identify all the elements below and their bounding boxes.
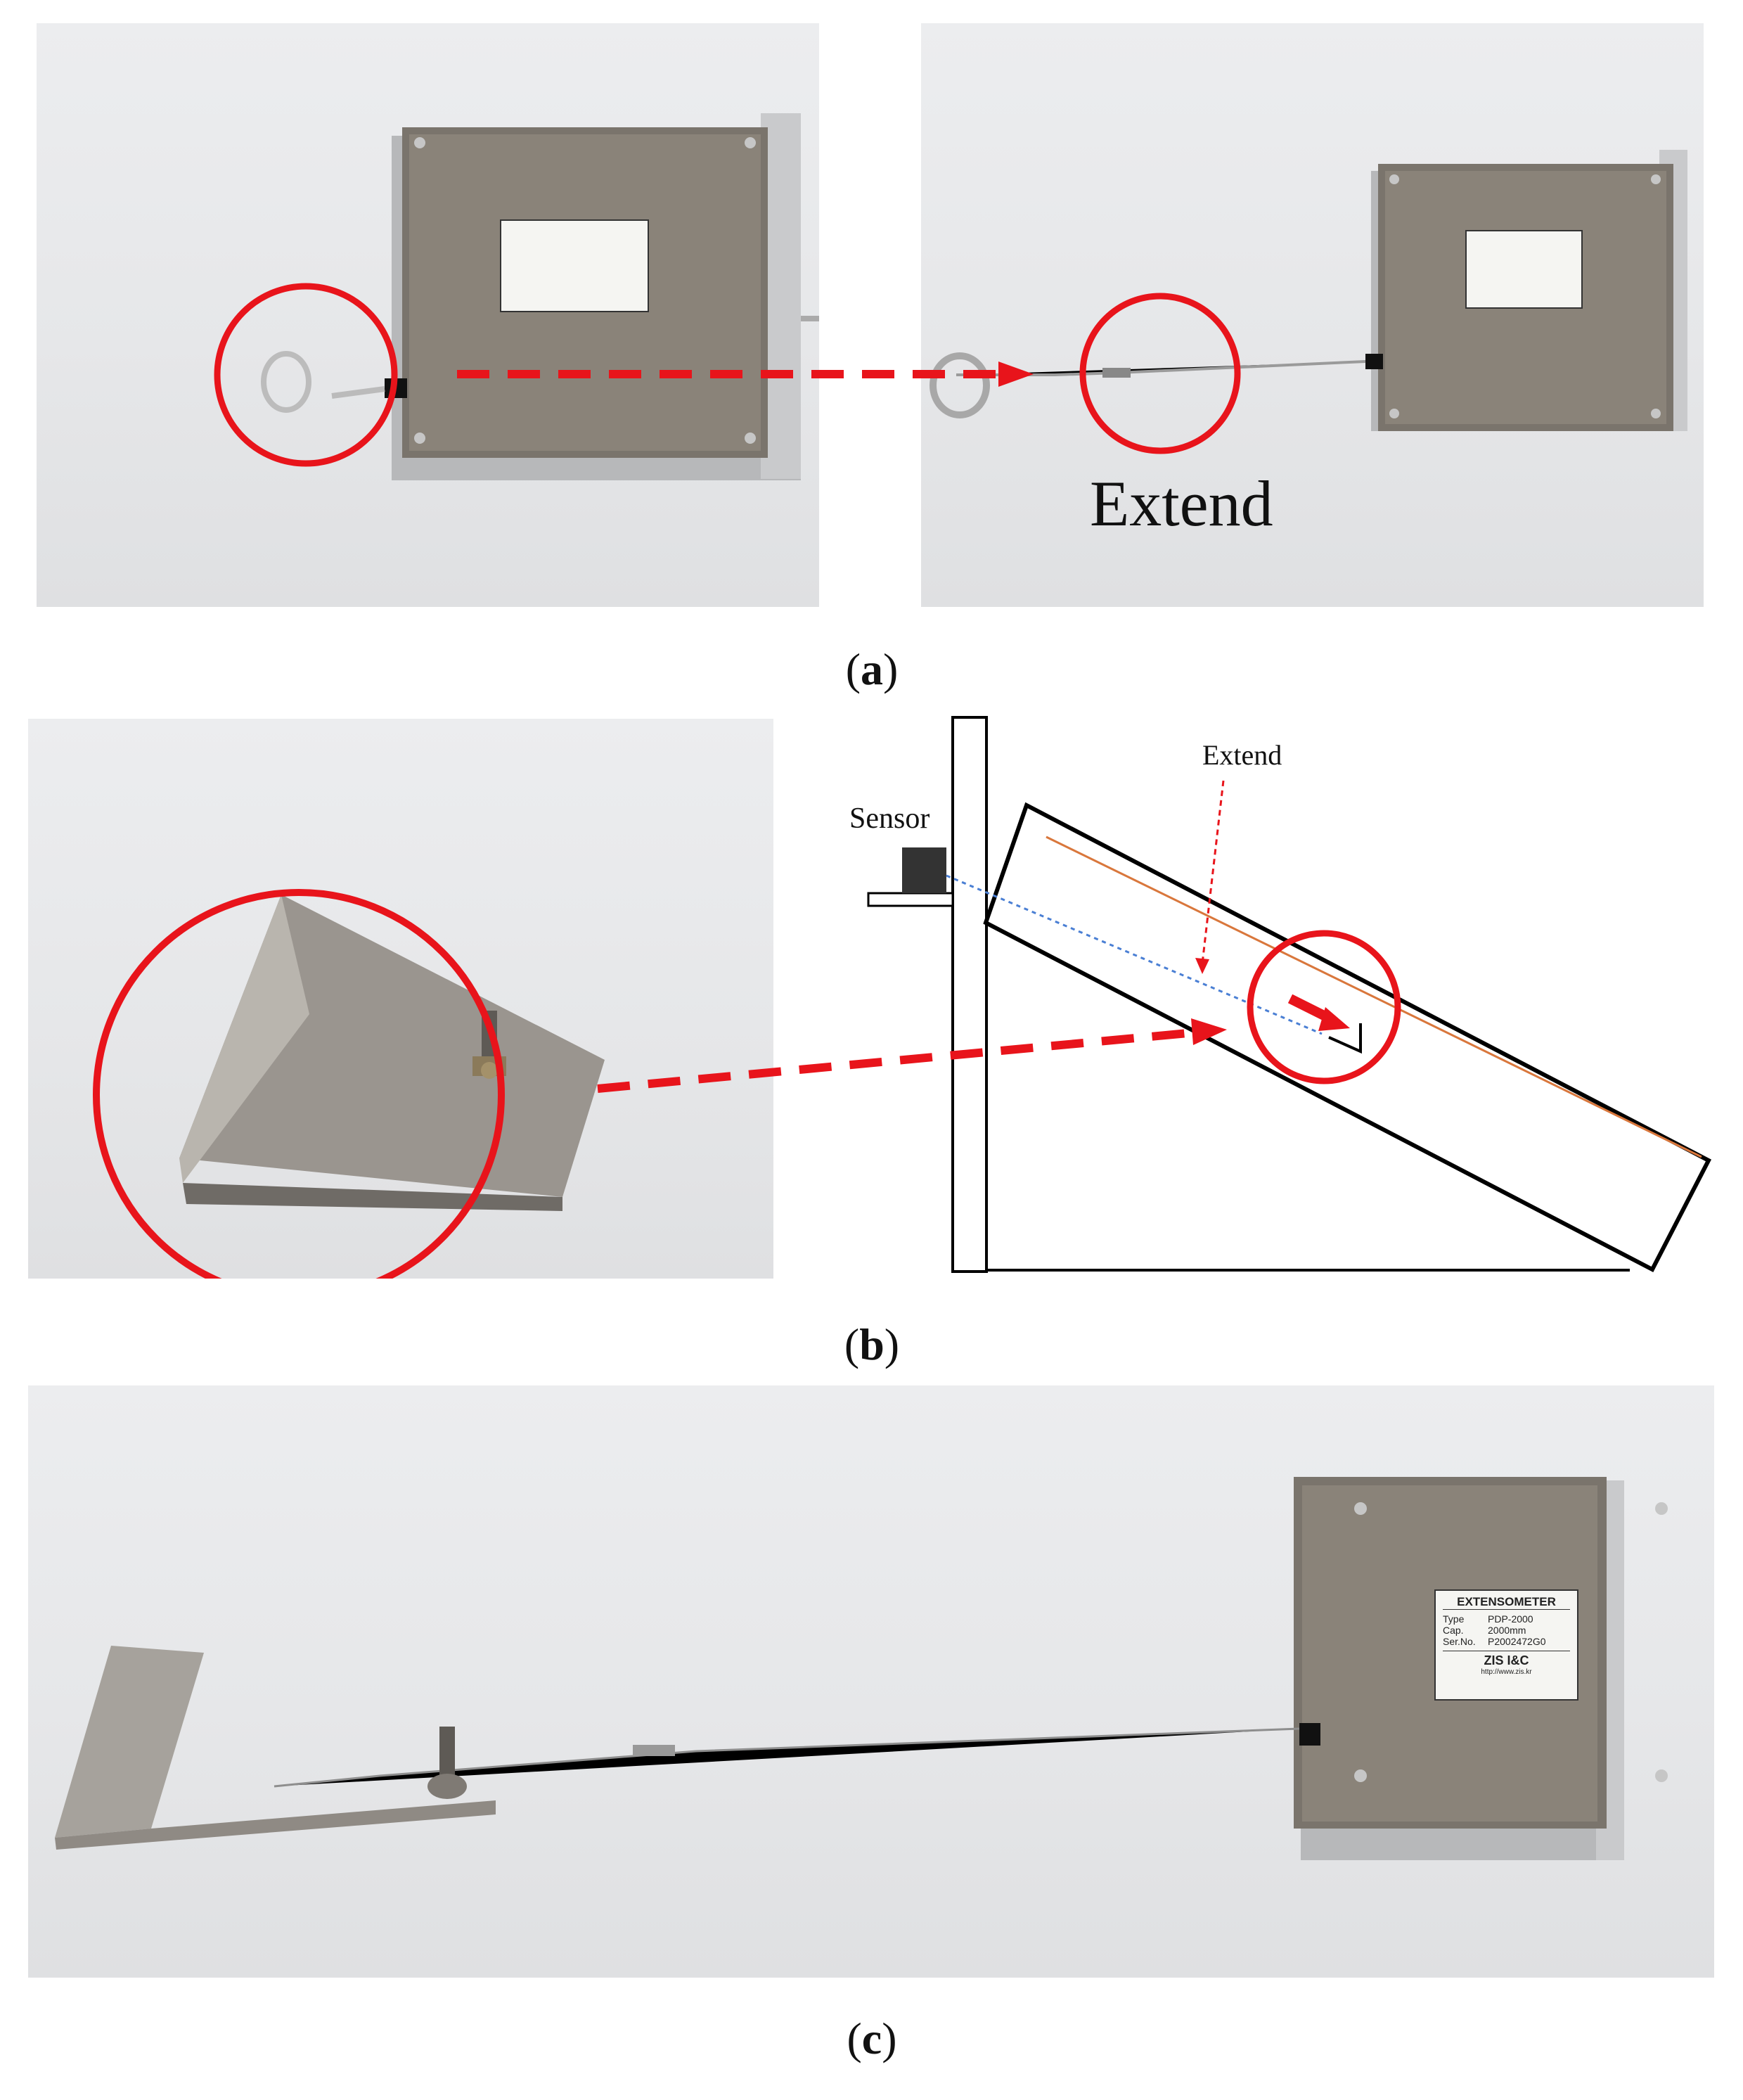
ser-label: Ser.No.	[1443, 1636, 1476, 1647]
device-label-sticker-c: EXTENSOMETER Type PDP-2000 Cap. 2000mm Ser…	[1434, 1589, 1578, 1701]
photo-c: EXTENSOMETER Type PDP-2000 Cap. 2000mm Ser…	[28, 1385, 1714, 1978]
highlight-circle	[214, 283, 398, 467]
cap-label: Cap.	[1443, 1625, 1464, 1636]
highlight-circle	[1079, 293, 1241, 454]
extend-label-b: Extend	[1202, 739, 1282, 771]
label-title: EXTENSOMETER	[1443, 1595, 1570, 1610]
sensor-block	[902, 847, 946, 893]
extend-label-a: Extend	[1090, 468, 1273, 539]
wire-dotted	[946, 874, 1323, 1035]
type-value: PDP-2000	[1488, 1613, 1533, 1625]
arrow-b	[597, 1028, 1196, 1093]
highlight-circle	[1247, 930, 1401, 1084]
brand-logo: ZIS I&C	[1443, 1651, 1570, 1668]
pull-ring	[930, 352, 990, 418]
caption-b: (b)	[844, 1319, 900, 1369]
tilted-slab	[983, 802, 1712, 1273]
device-label-sticker	[1465, 230, 1583, 309]
type-label: Type	[1443, 1613, 1465, 1625]
photo-a-left	[37, 23, 819, 607]
sensor-label: Sensor	[849, 802, 930, 835]
caption-a: (a)	[845, 644, 899, 694]
ser-value: P2002472G0	[1488, 1636, 1546, 1647]
photo-a-right: Extend	[921, 23, 1704, 607]
device-label-sticker	[500, 219, 649, 312]
highlight-circle	[93, 889, 505, 1279]
photo-b-left	[28, 719, 773, 1279]
orange-line	[1046, 835, 1702, 1158]
cap-value: 2000mm	[1488, 1625, 1526, 1636]
wall	[951, 716, 988, 1273]
caption-c: (c)	[847, 2013, 897, 2063]
label-url: http://www.zis.kr	[1481, 1668, 1532, 1676]
